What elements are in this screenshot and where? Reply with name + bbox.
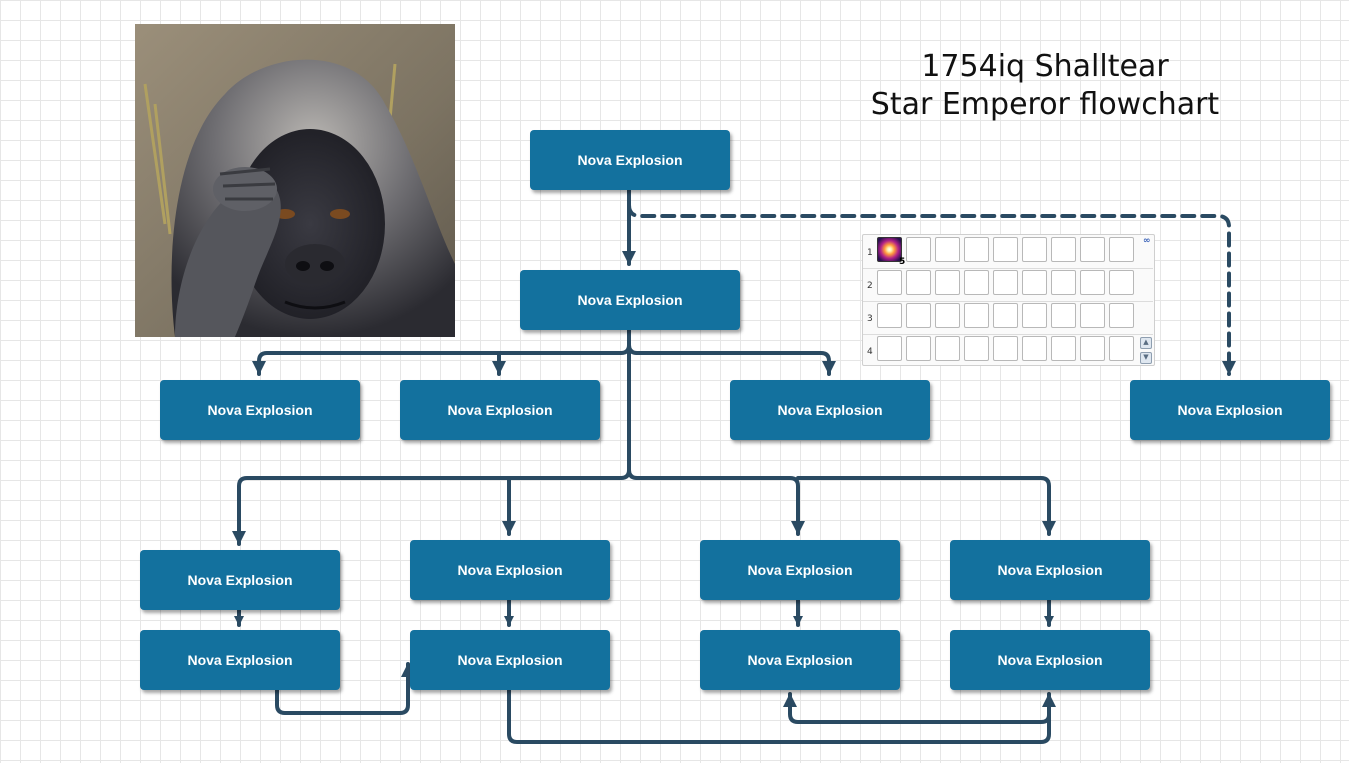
inventory-slot[interactable] (993, 237, 1018, 262)
row-number: 1 (867, 248, 873, 258)
inventory-row: 2 (863, 268, 1153, 302)
connector (275, 662, 415, 715)
inventory-slot[interactable] (935, 237, 960, 262)
inventory-row: 3 (863, 301, 1153, 335)
connector (627, 343, 836, 376)
inventory-slot[interactable] (877, 303, 902, 328)
inventory-slot[interactable] (1109, 270, 1134, 295)
title-line-1: 1754iq Shalltear (921, 49, 1169, 84)
flow-node-level5-b[interactable]: Nova Explosion (410, 630, 610, 690)
skill-inventory-panel: ∞ 1 5 2 3 4 (862, 234, 1155, 366)
inventory-slot[interactable] (1022, 303, 1047, 328)
title-line-2: Star Emperor flowchart (870, 87, 1220, 122)
inventory-slot[interactable] (935, 336, 960, 361)
inventory-slot[interactable] (877, 270, 902, 295)
connector (783, 692, 1051, 724)
connector (627, 468, 805, 536)
flow-node-level3-a[interactable]: Nova Explosion (160, 380, 360, 440)
inventory-slot[interactable] (1022, 336, 1047, 361)
inventory-slot[interactable] (964, 336, 989, 361)
flow-node-level4-b[interactable]: Nova Explosion (410, 540, 610, 600)
inventory-slot[interactable] (935, 303, 960, 328)
connector (796, 476, 1056, 536)
inventory-slot[interactable] (1080, 303, 1105, 328)
item-count: 5 (899, 257, 906, 267)
row-number: 3 (867, 314, 873, 324)
flow-node-level5-d[interactable]: Nova Explosion (950, 630, 1150, 690)
flow-node-level3-b[interactable]: Nova Explosion (400, 380, 600, 440)
flow-node-root[interactable]: Nova Explosion (530, 130, 730, 190)
flow-node-level4-d[interactable]: Nova Explosion (950, 540, 1150, 600)
inventory-slot[interactable] (993, 270, 1018, 295)
scroll-down-icon[interactable]: ▼ (1140, 352, 1152, 364)
inventory-slot[interactable] (964, 303, 989, 328)
inventory-slot[interactable] (1051, 303, 1076, 328)
inventory-row: 4 (863, 334, 1153, 367)
inventory-slot[interactable] (1022, 237, 1047, 262)
flow-node-level4-c[interactable]: Nova Explosion (700, 540, 900, 600)
inventory-slot[interactable] (877, 336, 902, 361)
inventory-slot[interactable] (1109, 237, 1134, 262)
inventory-slot[interactable] (1051, 270, 1076, 295)
connector (507, 688, 1056, 744)
inventory-slot[interactable] (1109, 336, 1134, 361)
inventory-slot[interactable] (1080, 270, 1105, 295)
connector (232, 343, 631, 546)
nova-star-icon[interactable] (877, 237, 902, 262)
flow-node-level2[interactable]: Nova Explosion (520, 270, 740, 330)
page-title: 1754iq Shalltear Star Emperor flowchart (860, 48, 1230, 124)
flow-node-level3-c[interactable]: Nova Explosion (730, 380, 930, 440)
flow-node-level5-c[interactable]: Nova Explosion (700, 630, 900, 690)
inventory-slot[interactable] (1109, 303, 1134, 328)
inventory-slot[interactable] (993, 303, 1018, 328)
inventory-slot[interactable] (1022, 270, 1047, 295)
scroll-up-icon[interactable]: ▲ (1140, 337, 1152, 349)
inventory-slot[interactable] (906, 336, 931, 361)
inventory-slot[interactable] (906, 303, 931, 328)
inventory-slot[interactable] (935, 270, 960, 295)
inventory-slot[interactable] (906, 270, 931, 295)
inventory-slot[interactable] (1080, 237, 1105, 262)
gorilla-photo (135, 24, 455, 337)
inventory-row: 1 5 (863, 235, 1153, 269)
connector-dashed (627, 203, 1236, 376)
inventory-slot[interactable] (993, 336, 1018, 361)
inventory-slot[interactable] (906, 237, 931, 262)
inventory-slot[interactable] (1051, 237, 1076, 262)
row-number: 2 (867, 281, 873, 291)
infinity-icon[interactable]: ∞ (1143, 236, 1151, 246)
gorilla-image (135, 24, 455, 337)
flow-node-level5-a[interactable]: Nova Explosion (140, 630, 340, 690)
flow-node-level4-a[interactable]: Nova Explosion (140, 550, 340, 610)
inventory-slot[interactable] (1080, 336, 1105, 361)
inventory-slot[interactable] (964, 237, 989, 262)
row-number: 4 (867, 347, 873, 357)
flow-node-level3-d[interactable]: Nova Explosion (1130, 380, 1330, 440)
inventory-slot[interactable] (964, 270, 989, 295)
inventory-slot[interactable] (1051, 336, 1076, 361)
